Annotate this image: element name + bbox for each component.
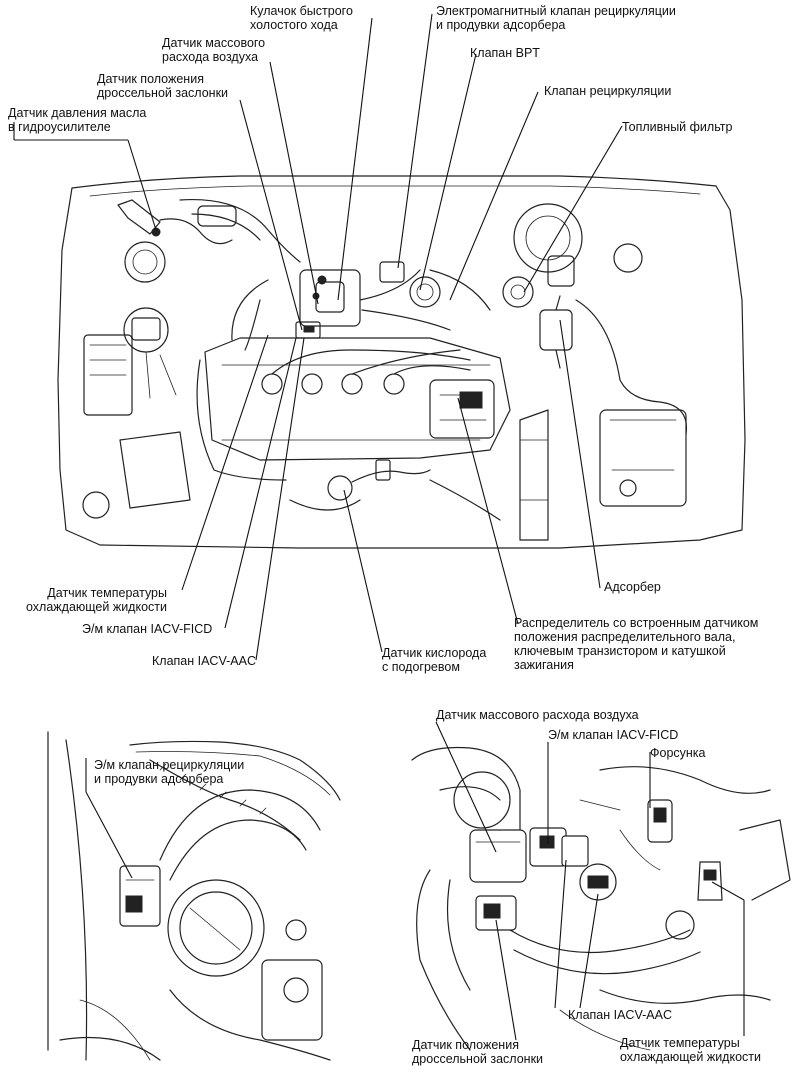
label-br-injector: Форсунка: [650, 746, 706, 760]
label-br-maf-sensor: Датчик массового расхода воздуха: [436, 708, 639, 722]
label-br-iacv-ficd: Э/м клапан IACV-FICD: [548, 728, 679, 742]
label-egr-valve: Клапан рециркуляции: [544, 84, 672, 98]
bottom-left-illustration: [47, 731, 341, 1061]
top-leader-lines: [13, 13, 623, 661]
label-iacv-ficd: Э/м клапан IACV-FICD: [82, 622, 213, 636]
label-maf-sensor: Датчик массового расхода воздуха: [162, 36, 266, 64]
top-engine-illustration: [57, 175, 746, 549]
label-br-iacv-aac: Клапан IACV-AAC: [568, 1008, 672, 1022]
bottom-left-leader-lines: [85, 758, 133, 879]
label-fast-idle-cam: Кулачок быстрого холостого хода: [250, 4, 353, 32]
label-ps-oil-pressure-sensor: Датчик давления масла в гидроусилителе: [8, 106, 147, 134]
label-iacv-aac: Клапан IACV-AAC: [152, 654, 256, 668]
label-coolant-temp-sensor: Датчик температуры охлаждающей жидкости: [26, 586, 167, 614]
label-adsorber: Адсорбер: [604, 580, 661, 594]
bottom-right-leader-lines: [435, 721, 745, 1041]
label-egr-purge-solenoid: Электромагнитный клапан рециркуляции и п…: [436, 4, 676, 32]
label-bpt-valve: Клапан BPT: [470, 46, 540, 60]
label-tps: Датчик положения дроссельной заслонки: [97, 72, 229, 100]
label-fuel-filter: Топливный фильтр: [622, 120, 733, 134]
label-bl-egr-purge-solenoid: Э/м клапан рециркуляции и продувки адсор…: [94, 758, 245, 786]
label-br-tps: Датчик положения дроссельной заслонки: [412, 1038, 544, 1066]
bottom-right-illustration: [411, 746, 791, 1051]
label-distributor: Распределитель со встроенным датчиком по…: [514, 616, 759, 672]
label-o2-sensor: Датчик кислорода с подогревом: [382, 646, 487, 674]
label-br-coolant-temp-sensor: Датчик температуры охлаждающей жидкости: [620, 1036, 761, 1064]
